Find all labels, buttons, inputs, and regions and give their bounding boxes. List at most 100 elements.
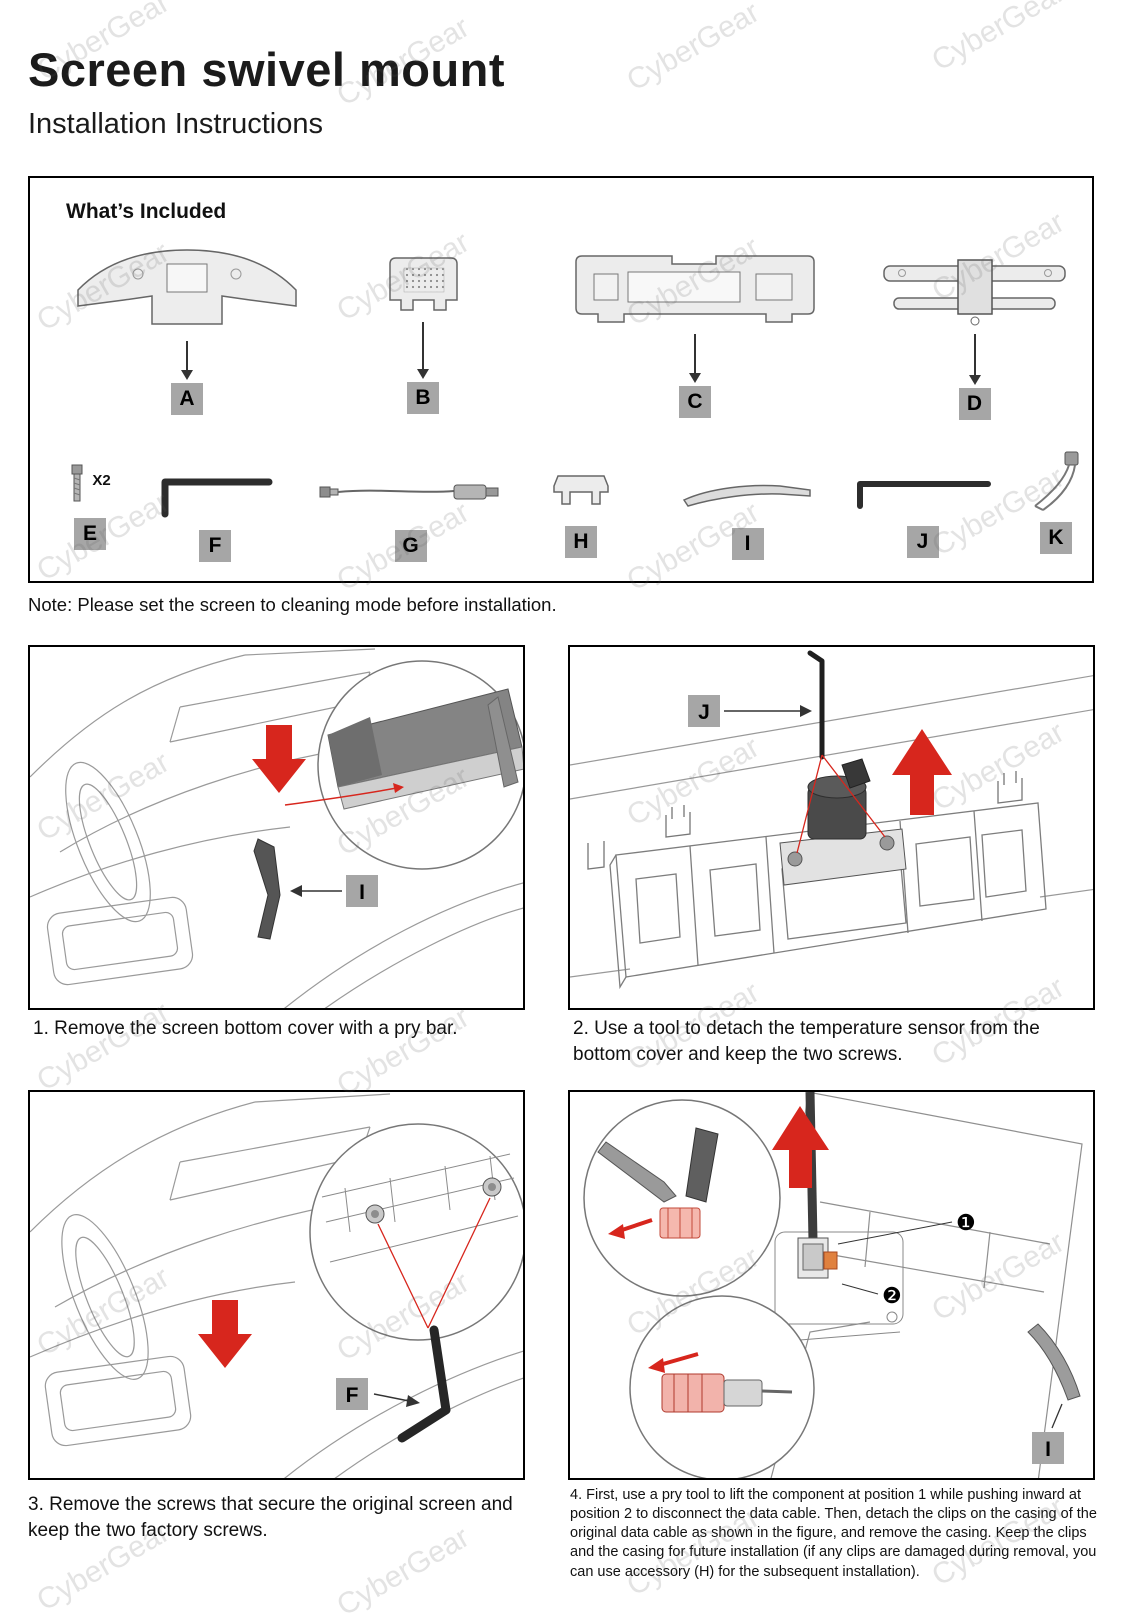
part-e: X2 E bbox=[60, 464, 120, 550]
red-arrow-down-icon bbox=[198, 1300, 252, 1368]
bottom-cover-inset bbox=[327, 688, 523, 810]
red-arrow-up-icon bbox=[892, 729, 952, 815]
step-3-illustration: F bbox=[30, 1093, 523, 1478]
step-3-panel: F bbox=[28, 1090, 525, 1480]
step-1-panel: I bbox=[28, 645, 525, 1010]
magnifier-circle-top bbox=[583, 1099, 781, 1297]
part-b-label: B bbox=[407, 382, 439, 414]
temperature-sensor bbox=[779, 758, 907, 886]
part-e-drawing bbox=[71, 464, 83, 502]
whats-included-heading: What’s Included bbox=[66, 200, 227, 223]
data-connector bbox=[797, 1237, 838, 1279]
step-1-caption: 1. Remove the screen bottom cover with a… bbox=[33, 1018, 458, 1039]
label-pointer-arrowhead bbox=[406, 1395, 420, 1407]
red-pointer-lines bbox=[377, 1197, 491, 1329]
part-f: F bbox=[155, 470, 275, 562]
label-pointer-arrowhead bbox=[800, 705, 812, 717]
tool-label-i: I bbox=[1045, 1438, 1051, 1461]
part-i: I bbox=[680, 476, 815, 560]
pry-bar bbox=[1027, 1323, 1081, 1401]
clip-removal-inset bbox=[597, 1127, 719, 1239]
allen-key bbox=[807, 650, 825, 760]
watermark-text: CyberGear bbox=[926, 0, 1070, 78]
part-f-drawing bbox=[161, 478, 273, 518]
car-interior-lines bbox=[30, 648, 523, 1008]
page-title: Screen swivel mount bbox=[28, 43, 506, 96]
pry-bar bbox=[253, 838, 281, 940]
part-h-drawing bbox=[553, 475, 609, 505]
red-guide-line bbox=[284, 786, 403, 806]
part-g: G bbox=[318, 478, 503, 562]
watermark-text: CyberGear bbox=[621, 0, 765, 98]
red-pointer-lines bbox=[796, 754, 886, 854]
part-g-label: G bbox=[394, 530, 427, 562]
part-h-label: H bbox=[565, 526, 597, 558]
allen-key bbox=[397, 1325, 451, 1443]
part-c-label: C bbox=[679, 386, 711, 418]
part-d: D bbox=[882, 256, 1067, 420]
tool-label-i: I bbox=[359, 881, 365, 904]
part-j-label: J bbox=[906, 526, 939, 558]
tool-label-badge: I bbox=[346, 875, 378, 907]
down-arrow-icon bbox=[968, 334, 981, 385]
step-2-illustration: J bbox=[570, 650, 1093, 990]
part-h: H bbox=[550, 468, 612, 558]
page-subtitle: Installation Instructions bbox=[28, 108, 323, 140]
mount-clips bbox=[587, 771, 1023, 870]
part-d-label: D bbox=[958, 388, 991, 420]
tool-label-f: F bbox=[346, 1384, 359, 1407]
tool-label-badge: F bbox=[336, 1378, 368, 1410]
vent-unit bbox=[609, 802, 1047, 990]
factory-screws bbox=[365, 1177, 502, 1224]
part-c: C bbox=[570, 248, 820, 418]
red-arrow-down-icon bbox=[252, 725, 306, 793]
down-arrow-icon bbox=[181, 341, 193, 380]
manual-page: Screen swivel mount Installation Instruc… bbox=[28, 0, 1097, 1623]
label-pointer-arrowhead bbox=[290, 885, 302, 897]
step-2-panel: J bbox=[568, 645, 1095, 1010]
part-b: B bbox=[378, 254, 468, 414]
part-a: A bbox=[72, 240, 302, 415]
part-i-drawing bbox=[682, 484, 811, 507]
step-2-caption: 2. Use a tool to detach the temperature … bbox=[573, 1018, 1040, 1065]
tool-label-badge: J bbox=[688, 695, 720, 727]
dash-lines bbox=[570, 675, 1093, 978]
marker-1: ❶ bbox=[956, 1210, 976, 1235]
step-4-illustration: ❶ ❷ bbox=[583, 1092, 1083, 1478]
part-f-label: F bbox=[199, 530, 231, 562]
part-d-drawing bbox=[883, 259, 1066, 326]
screen-back-lines bbox=[770, 1092, 1083, 1478]
step-3-caption: 3. Remove the screws that secure the ori… bbox=[28, 1494, 513, 1541]
part-e-label: E bbox=[74, 518, 106, 550]
tool-label-badge: I bbox=[1032, 1432, 1064, 1464]
marker-1-line bbox=[837, 1221, 953, 1245]
part-b-drawing bbox=[388, 257, 458, 311]
whats-included-box: What’s Included A bbox=[28, 176, 1094, 583]
marker-2-line bbox=[841, 1283, 879, 1295]
cable-casing-inset bbox=[648, 1352, 793, 1413]
part-c-drawing bbox=[575, 255, 815, 323]
screen-underside-inset bbox=[321, 1153, 519, 1263]
part-a-drawing bbox=[77, 249, 297, 325]
part-k-drawing bbox=[1034, 451, 1079, 511]
watermark-text: CyberGear bbox=[31, 995, 175, 1098]
marker-2: ❷ bbox=[882, 1283, 902, 1308]
part-g-drawing bbox=[319, 484, 499, 500]
part-e-qty: X2 bbox=[92, 472, 111, 489]
tool-label-j: J bbox=[698, 701, 710, 724]
down-arrow-icon bbox=[417, 322, 429, 379]
magnifier-circle bbox=[309, 1123, 523, 1341]
note-text: Note: Please set the screen to cleaning … bbox=[28, 594, 557, 615]
part-i-label: I bbox=[731, 528, 764, 560]
red-guide-arrowhead bbox=[393, 783, 404, 793]
part-a-label: A bbox=[171, 383, 203, 415]
step-4-panel: ❶ ❷ bbox=[568, 1090, 1095, 1480]
part-j: J bbox=[850, 472, 995, 558]
red-arrow-up-icon bbox=[772, 1106, 829, 1188]
step-4-caption: 4. First, use a pry tool to lift the com… bbox=[570, 1487, 1097, 1580]
down-arrow-icon bbox=[689, 334, 701, 383]
label-pointer-line bbox=[1051, 1403, 1063, 1429]
part-j-drawing bbox=[857, 481, 991, 509]
step-1-illustration: I bbox=[30, 648, 523, 1008]
part-k: K bbox=[1025, 450, 1087, 554]
